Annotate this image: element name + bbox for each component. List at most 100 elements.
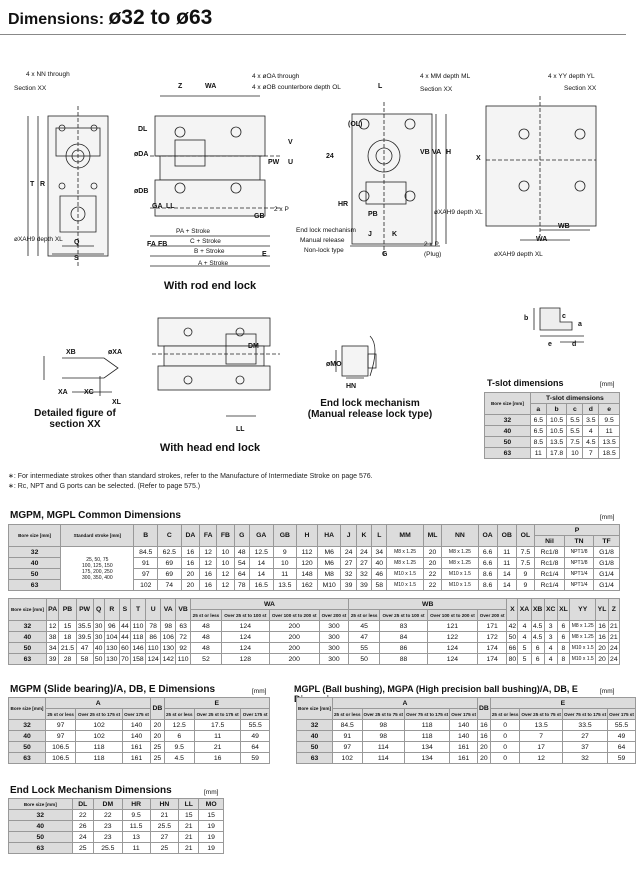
header-standard-stroke: Standard stroke [mm] xyxy=(60,524,135,547)
value-cell: 124 xyxy=(426,642,479,654)
value-cell: M10 x 1.5 xyxy=(441,568,479,580)
value-cell: 97 xyxy=(331,741,363,753)
svg-text:S: S xyxy=(74,255,79,262)
value-cell: 9.5 xyxy=(121,809,151,821)
value-cell: 9 xyxy=(515,579,535,591)
header-pw: PW xyxy=(75,598,94,621)
value-cell: 8 xyxy=(556,642,571,654)
value-cell: 84.5 xyxy=(331,719,363,731)
value-cell: 10 xyxy=(216,546,235,558)
value-cell: NPT1/8 xyxy=(564,557,595,569)
endlock-unit: [mm] xyxy=(204,789,219,796)
value-cell: 25 xyxy=(150,752,165,764)
value-cell: M10 x 1.5 xyxy=(569,642,597,654)
value-cell: 7.5 xyxy=(515,546,535,558)
value-cell: 23 xyxy=(92,831,123,843)
callout-xa-depth-front: øXAH9 depth XL xyxy=(434,209,483,216)
value-cell: 6.6 xyxy=(477,546,498,558)
header-a: A xyxy=(331,697,479,709)
value-cell: 55.5 xyxy=(240,719,270,731)
header-vb: VB xyxy=(175,598,191,621)
header-wa-range: Over 25 st to 100 st xyxy=(221,609,270,621)
value-cell: 32 xyxy=(561,752,609,764)
header-bore-size: Bore size [mm] xyxy=(8,798,73,810)
header-l: L xyxy=(371,524,388,547)
value-cell: 12 xyxy=(45,620,60,632)
value-cell: 6.5 xyxy=(529,425,547,437)
value-cell: 12 xyxy=(199,557,218,569)
value-cell: 25 xyxy=(149,842,180,854)
header-bore-size: Bore size [mm] xyxy=(296,697,333,720)
header-oa: OA xyxy=(477,524,498,547)
value-cell: 161 xyxy=(121,741,152,753)
dim-pa-stroke: PA + Stroke xyxy=(176,228,210,235)
value-cell: G1/8 xyxy=(593,546,620,558)
note-port-types: ∗: Rc, NPT and G ports can be selected. … xyxy=(8,483,201,490)
value-cell: 44 xyxy=(118,620,131,632)
value-cell: 6.5 xyxy=(529,414,547,426)
value-cell: 110 xyxy=(129,620,147,632)
mgpm-unit: [mm] xyxy=(252,688,267,695)
value-cell: 11 xyxy=(121,842,151,854)
value-cell: 17 xyxy=(519,741,563,753)
header-a-range: 25 st or less xyxy=(331,708,363,720)
header-yl: YL xyxy=(595,598,609,621)
header-e-range: 25 st or less xyxy=(489,708,521,720)
svg-text:E: E xyxy=(262,251,267,258)
bore-size-cell: 40 xyxy=(8,631,47,643)
value-cell: 200 xyxy=(268,631,320,643)
value-cell: 60 xyxy=(118,642,131,654)
value-cell: 14 xyxy=(248,568,274,580)
header-xl: XL xyxy=(556,598,571,621)
value-cell: 98 xyxy=(361,730,406,742)
value-cell: Rc1/4 xyxy=(533,568,566,580)
header-bore-size: Bore size [mm] xyxy=(8,697,46,720)
value-cell: 9.5 xyxy=(598,414,620,426)
value-cell: NPT1/8 xyxy=(564,546,595,558)
value-cell: 84.5 xyxy=(133,546,159,558)
value-cell: 92 xyxy=(175,642,191,654)
svg-text:øXA: øXA xyxy=(108,349,122,356)
value-cell: 124 xyxy=(145,653,162,665)
value-cell: 18.5 xyxy=(598,447,620,459)
value-cell: 38 xyxy=(45,631,60,643)
header-b: B xyxy=(133,524,159,547)
svg-text:WB: WB xyxy=(558,223,570,230)
value-cell: 174 xyxy=(477,653,508,665)
page-title: Dimensions: ø32 to ø63 xyxy=(8,6,212,30)
header-mo: MO xyxy=(198,798,224,810)
value-cell: 20 xyxy=(180,568,201,580)
value-cell: 172 xyxy=(477,631,508,643)
bore-size-cell: 32 xyxy=(8,809,73,821)
svg-text:FA: FA xyxy=(147,241,156,248)
caption-head-end-lock: With head end lock xyxy=(159,442,261,454)
value-cell: 5.5 xyxy=(566,425,584,437)
value-cell: 32 xyxy=(340,568,357,580)
value-cell: 26 xyxy=(71,820,94,832)
svg-text:J: J xyxy=(368,231,372,238)
value-cell: 20 xyxy=(595,642,609,654)
right-side-view xyxy=(485,96,597,241)
bore-size-cell: 50 xyxy=(8,741,46,753)
value-cell: 74 xyxy=(157,579,182,591)
header-k: K xyxy=(355,524,373,547)
header-wb-range: Over 25 st to 100 st xyxy=(379,609,428,621)
value-cell: M8 x 1.25 xyxy=(441,546,479,558)
svg-text:G: G xyxy=(382,251,388,258)
value-cell: M10 xyxy=(316,579,342,591)
value-cell: 48 xyxy=(189,631,223,643)
value-cell: 27 xyxy=(149,831,180,843)
header-u: U xyxy=(145,598,162,621)
value-cell: 55 xyxy=(348,642,381,654)
header-wb: WB xyxy=(348,598,508,610)
value-cell: 4 xyxy=(517,620,532,632)
value-cell: 6 xyxy=(530,642,545,654)
